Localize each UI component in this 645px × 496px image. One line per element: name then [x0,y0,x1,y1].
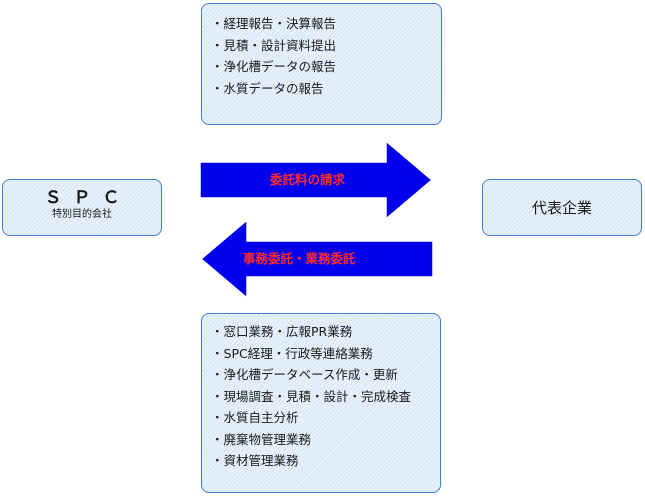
representative-services-box: 窓口業務・広報PR業務 SPC経理・行政等連絡業務 浄化槽データベース作成・更新… [201,313,441,493]
spc-node: ＳＰＣ 特別目的会社 [2,179,162,236]
representative-services-list: 窓口業務・広報PR業務 SPC経理・行政等連絡業務 浄化槽データベース作成・更新… [211,321,440,472]
list-item: 水質自主分析 [211,407,440,429]
list-item: 資材管理業務 [211,450,440,472]
spc-subtitle: 特別目的会社 [52,209,112,220]
representative-node: 代表企業 [482,179,642,236]
list-item: 浄化槽データベース作成・更新 [211,364,440,386]
billing-label: 委託料の請求 [270,172,346,187]
list-item: 浄化槽データの報告 [211,56,441,78]
list-item: SPC経理・行政等連絡業務 [211,343,440,365]
arrow-left-icon [199,218,434,300]
spc-title: ＳＰＣ [44,188,132,208]
arrow-right-icon [199,139,434,221]
list-item: 現場調査・見積・設計・完成検査 [211,386,440,408]
representative-label: 代表企業 [531,199,592,217]
spc-reports-box: 経理報告・決算報告 見積・設計資料提出 浄化槽データの報告 水質データの報告 [201,3,442,125]
list-item: 廃棄物管理業務 [211,429,440,451]
list-item: 水質データの報告 [211,78,441,100]
list-item: 経理報告・決算報告 [211,13,441,35]
list-item: 窓口業務・広報PR業務 [211,321,440,343]
list-item: 見積・設計資料提出 [211,35,441,57]
spc-reports-list: 経理報告・決算報告 見積・設計資料提出 浄化槽データの報告 水質データの報告 [211,13,441,99]
consignment-label: 事務委託・業務委託 [243,251,356,266]
